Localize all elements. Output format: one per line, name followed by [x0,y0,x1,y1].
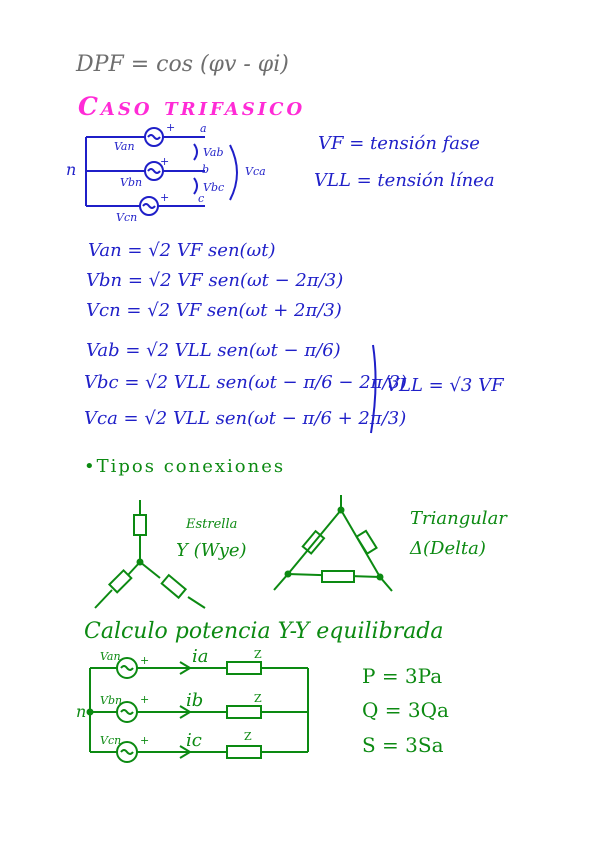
eq-vcn: Vcn = √2 VF sen(ωt + 2π/3) [86,300,342,321]
plus-sign: + [160,155,170,168]
section-title-tipos-conexiones: •Tipos conexiones [84,456,286,477]
eq-van: Van = √2 VF sen(ωt) [88,240,276,261]
result-q: Q = 3Qa [362,698,449,722]
current-ib: ib [186,690,204,711]
brace [370,344,377,434]
label-vab: Vab [203,146,224,159]
plus-sign: + [140,693,150,706]
label-vbn: Vbn [120,176,143,189]
three-phase-source-diagram [85,127,238,216]
label-vbc: Vbc [203,181,225,194]
section-title-calculo-potencia: Calculo potencia Y-Y equilibrada [84,619,444,644]
phase-label-a: a [200,122,207,135]
label-vcn: Vcn [116,211,138,224]
neutral-label-2: n [76,702,87,721]
result-s: S = 3Sa [362,733,444,757]
impedance-z: Z [244,730,252,743]
dpf-formula: DPF = cos (φv - φi) [76,52,289,77]
current-ia: ia [192,646,209,667]
plus-sign: + [166,121,176,134]
relation-vll-vf: VLL = √3 VF [386,375,504,396]
label-van-2: Van [100,650,121,663]
eq-vca: Vca = √2 VLL sen(ωt − π/6 + 2π/3) [84,408,407,429]
plus-sign: + [140,654,150,667]
def-vll: VLL = tensión línea [314,170,495,191]
eq-vbn: Vbn = √2 VF sen(ωt − 2π/3) [86,270,344,291]
def-vf: VF = tensión fase [318,133,480,154]
result-p: P = 3Pa [362,664,443,688]
phase-label-b: b [202,163,210,176]
label-van: Van [114,140,135,153]
delta-label: Δ(Delta) [410,538,486,559]
eq-vbc: Vbc = √2 VLL sen(ωt − π/6 − 2π/3) [84,372,408,393]
phase-label-c: c [198,192,205,205]
label-vca: Vca [245,165,266,178]
label-vbn-2: Vbn [100,694,123,707]
neutral-label: n [66,160,77,179]
delta-connection-diagram [273,495,393,592]
estrella-label: Estrella [186,517,238,532]
triangular-label: Triangular [410,508,507,529]
eq-vab: Vab = √2 VLL sen(ωt − π/6) [86,340,341,361]
label-vcn-2: Vcn [100,734,122,747]
wye-label: Y (Wye) [176,540,247,561]
plus-sign: + [160,191,170,204]
current-ic: ic [186,730,202,751]
section-title-caso-trifasico: Caso trifasico [78,92,306,121]
star-connection-diagram [94,500,206,609]
impedance-z: Z [254,692,262,705]
plus-sign: + [140,734,150,747]
yy-circuit-diagram [86,657,309,763]
impedance-z: Z [254,648,262,661]
